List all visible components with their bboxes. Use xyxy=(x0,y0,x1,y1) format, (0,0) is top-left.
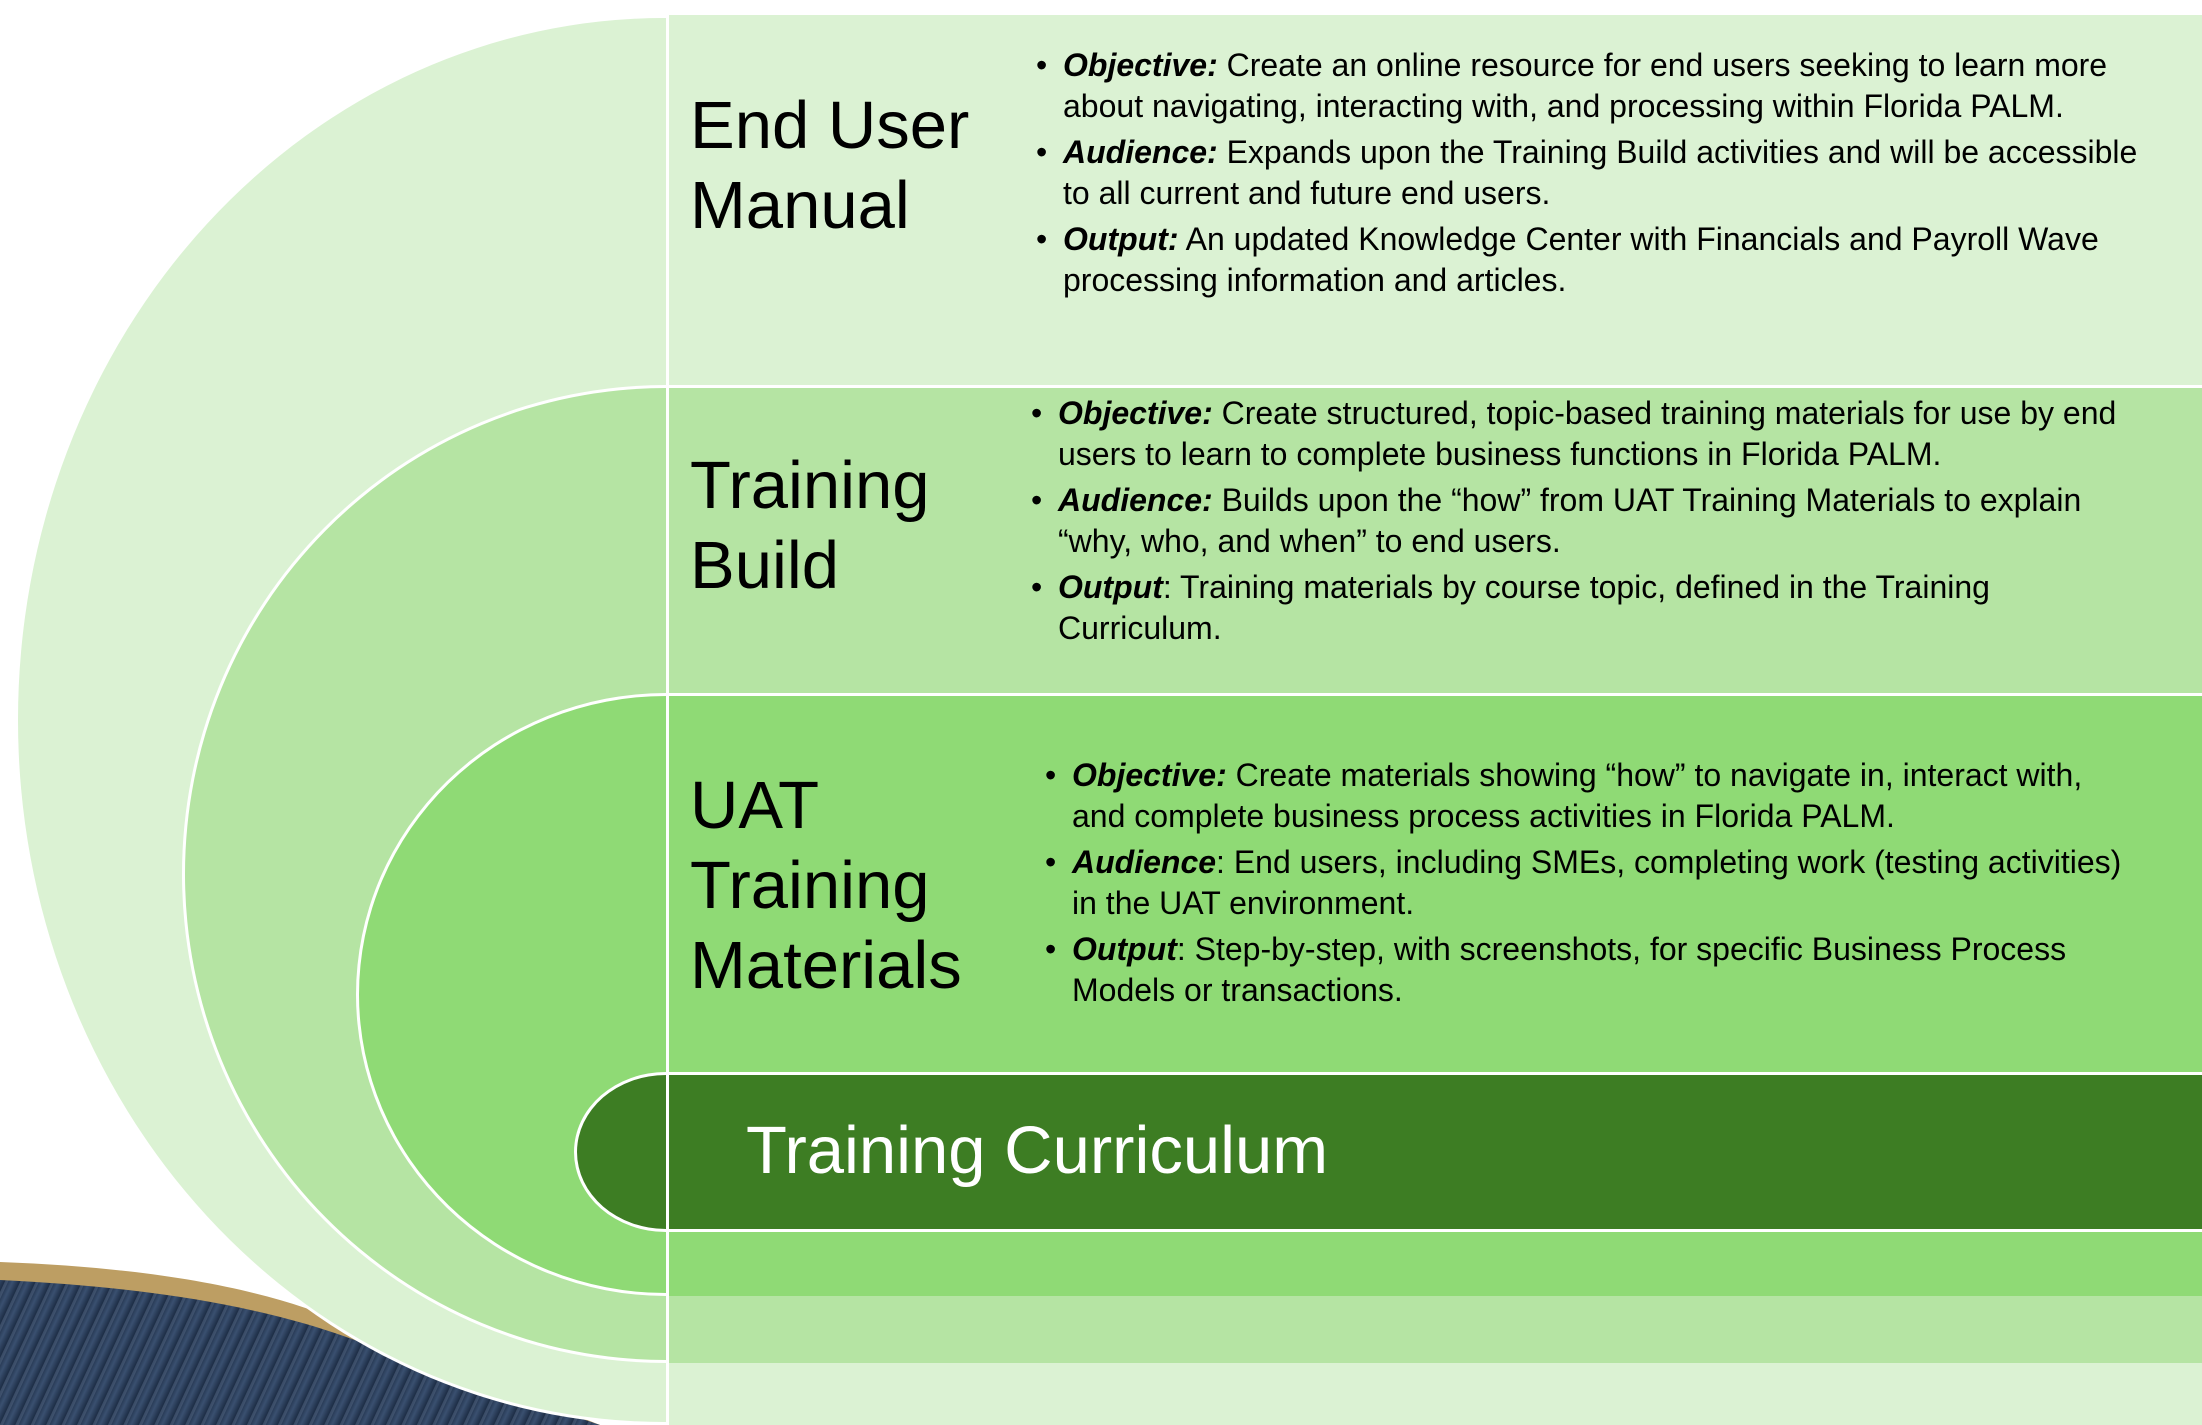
training-build-title: Training Build xyxy=(690,446,930,606)
bullet-audience: Audience: Builds upon the “how” from UAT… xyxy=(1031,480,2131,562)
title-line: Materials xyxy=(690,928,962,1003)
bullet-objective: Objective: Create materials showing “how… xyxy=(1045,755,2125,837)
end-user-manual-bullets: Objective: Create an online resource for… xyxy=(1036,45,2166,306)
title-line: Training xyxy=(690,848,930,923)
title-line: UAT xyxy=(690,768,820,843)
title-line: End User xyxy=(690,88,970,163)
end-user-manual-title: End User Manual xyxy=(690,86,969,246)
bullet-output: Output: Training materials by course top… xyxy=(1031,567,2131,649)
title-line: Build xyxy=(690,528,839,603)
decor-dark-band xyxy=(0,1280,600,1425)
title-line: Manual xyxy=(690,168,910,243)
core-band xyxy=(666,1072,2202,1232)
bullet-output: Output: Step-by-step, with screenshots, … xyxy=(1045,929,2125,1011)
bullet-objective: Objective: Create structured, topic-base… xyxy=(1031,393,2131,475)
bullet-objective: Objective: Create an online resource for… xyxy=(1036,45,2166,127)
title-line: Training xyxy=(690,448,930,523)
uat-training-materials-title: UAT Training Materials xyxy=(690,766,962,1006)
uat-training-materials-bullets: Objective: Create materials showing “how… xyxy=(1045,755,2125,1016)
training-build-bullets: Objective: Create structured, topic-base… xyxy=(1031,393,2131,654)
training-curriculum-label: Training Curriculum xyxy=(746,1113,1329,1188)
bullet-output: Output: An updated Knowledge Center with… xyxy=(1036,219,2166,301)
bullet-audience: Audience: End users, including SMEs, com… xyxy=(1045,842,2125,924)
bullet-audience: Audience: Expands upon the Training Buil… xyxy=(1036,132,2166,214)
